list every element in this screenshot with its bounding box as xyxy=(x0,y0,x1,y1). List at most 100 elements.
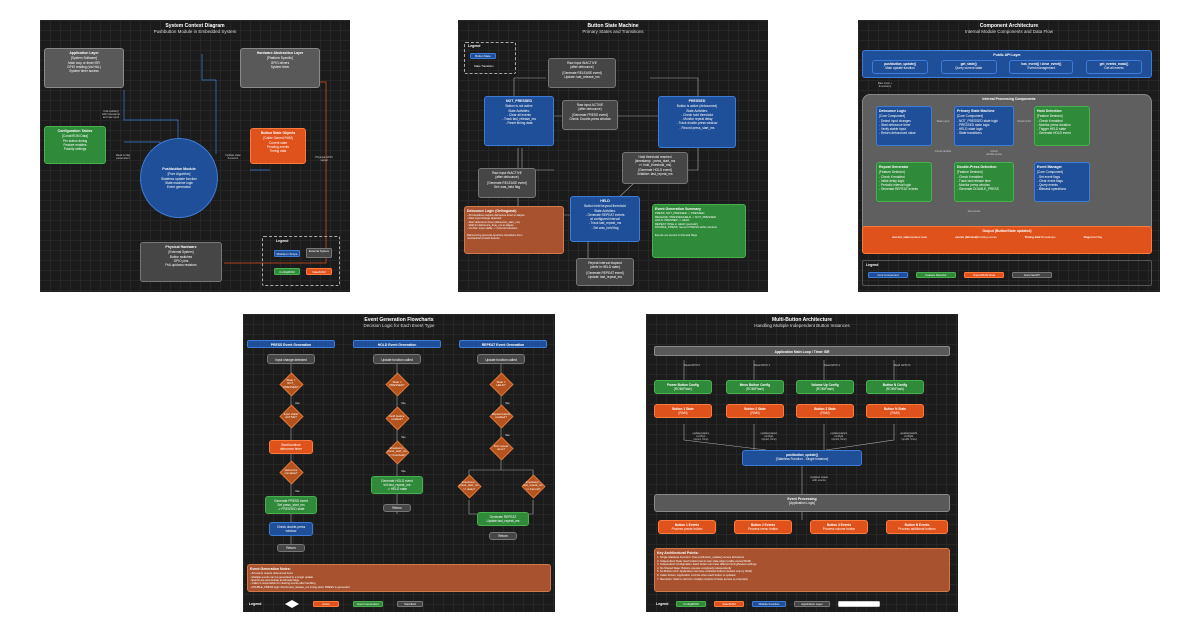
repeat-decision-4b-label: timestamp - last_repeat_ms >= interval? xyxy=(523,480,543,491)
press-start: Input change detected xyxy=(267,354,315,364)
legend-module-chip: Module in Scope xyxy=(274,250,300,257)
press-decision-1-label: State = NOT_ PRESSED? xyxy=(283,378,299,389)
hold-generate-event: Generate HOLD event Init last_repeat_ms … xyxy=(371,476,423,494)
transition-release: Raw input INACTIVE (after debounce) [Gen… xyxy=(548,58,616,88)
component-event-manager: Event Manager[Core Component]- Set event… xyxy=(1034,162,1090,202)
repeat-decision-1-label: State = HELD? xyxy=(496,380,506,388)
event-summary: Event Generation Summary PRESS: NOT_PRES… xyxy=(652,204,746,258)
legend-box xyxy=(464,42,516,74)
panel-state-machine: Button State Machine Primary States and … xyxy=(458,20,768,292)
legend-title: Legend xyxy=(276,239,289,243)
legend-state-chip: State/RAM xyxy=(306,268,332,275)
debounce-note: Debounce Logic (Orthogonal) - All transi… xyxy=(464,206,564,254)
panel-event-flowcharts: Event Generation Flowcharts Decision Log… xyxy=(243,314,555,612)
hold-return: Return xyxy=(383,504,411,512)
diagram-title: Event Generation Flowcharts xyxy=(364,317,434,323)
transition-repeat: Repeat interval elapsed (while in HELD s… xyxy=(576,258,634,286)
press-generate-event: Generate PRESS event Set press_start_ms … xyxy=(265,496,317,514)
hold-decision-2-label: Hold feature enabled? xyxy=(389,414,405,422)
state-button-1: Button 1 State(RAM) xyxy=(654,404,712,418)
edge-label-check-double: Check double xyxy=(934,150,952,153)
api-items: pushbutton_update()Main update function … xyxy=(872,60,1142,74)
api-item: get_state()Query current state xyxy=(940,60,997,74)
call-label-2: update(state2, config2, input2, time) xyxy=(760,432,778,442)
edge-label-check-hold: Check hold xyxy=(1017,120,1031,123)
button-state-objects-box: Button State Objects [Caller Owned RAM] … xyxy=(250,128,306,164)
press-check-double: Check double-press window xyxy=(269,522,313,536)
legend-title: Legend xyxy=(468,44,481,48)
internal-processing-title: Internal Processing Components xyxy=(982,97,1036,101)
legend-state-chip: Button State xyxy=(470,53,496,59)
configuration-tables-box: Configuration Tables [Const/ROM Data] Pe… xyxy=(44,126,106,164)
state-button-3: Button 3 State(RAM) xyxy=(796,404,854,418)
state-not-pressed: NOT_PRESSED Button is not active State A… xyxy=(484,96,554,146)
legend-config-chip: Config/ROM xyxy=(676,601,706,607)
gpio-label-2: Read GPIO 2 xyxy=(823,364,841,367)
panel-multi-button: Multi-Button Architecture Handling Multi… xyxy=(646,314,958,612)
updated-states-label: Updated states with events xyxy=(809,476,829,483)
press-return: Return xyxy=(277,544,305,552)
pushbutton-module-ellipse: Pushbutton Module [Pure Algorithm] State… xyxy=(140,138,218,218)
yes-label: Yes xyxy=(295,401,300,405)
legend-output-chip: Output/RAM Data xyxy=(964,272,1004,278)
legend-action-chip: Action xyxy=(313,601,339,607)
key-architectural-points: Key Architectural Points: 1. Single Stat… xyxy=(654,548,950,592)
gpio-label-n: Read GPIO N xyxy=(893,364,911,367)
legend-core-chip: Core Component xyxy=(868,272,908,278)
transition-press: Raw input ACTIVE (after debounce) [Gener… xyxy=(562,100,618,130)
api-item: pushbutton_update()Main update function xyxy=(872,60,928,74)
yes-label: Yes xyxy=(295,489,300,493)
legend-event-chip: Event Generated xyxy=(353,601,383,607)
output-item: Timing dataTimestamps xyxy=(1024,235,1056,239)
hold-column-header: HOLD Event Generation xyxy=(353,340,441,348)
yes-label: Yes xyxy=(401,401,406,405)
config-menu: Menu Button Config(ROM/Flash) xyxy=(726,380,784,394)
api-item: get_events_mask()Get all events xyxy=(1085,60,1142,74)
pushbutton-update-function: pushbutton_update() [Stateless Function … xyxy=(742,450,862,466)
main-loop-bar: Application Main Loop / Timer ISR xyxy=(654,346,950,356)
output-item: FlagsHold flag xyxy=(1083,235,1102,239)
output-items: current_stateUpdated state events (bitma… xyxy=(892,235,1102,239)
repeat-decision-2-label: Repeat feature enabled? xyxy=(491,412,511,420)
component-state-machine: Primary State Machine[Core Component]- N… xyxy=(954,106,1014,146)
press-decision-3-label: Debounce complete? xyxy=(284,468,298,476)
call-label-1: update(state1, config1, input1, time) xyxy=(692,432,710,442)
diagram-title: Button State Machine xyxy=(587,23,639,29)
panel-system-context: System Context Diagram Pushbutton Module… xyxy=(40,20,350,292)
state-pressed: PRESSED Button is active (debounced) Sta… xyxy=(658,96,736,148)
component-repeat-generator: Repeat Generator[Feature Detector]- Chec… xyxy=(876,162,932,202)
call-label-n: update(stateN, configN, inputN, time) xyxy=(900,432,918,442)
legend-function-chip: Module Function xyxy=(752,601,786,607)
event-processing: Event Processing [Application Logic] xyxy=(654,494,950,512)
diagram-title: Multi-Button Architecture xyxy=(771,317,833,323)
hold-decision-3-label: timestamp - press_start_ms >= threshold? xyxy=(387,446,407,457)
edge-label-state-input: State input xyxy=(936,120,950,123)
component-double-press: Double-Press Detection[Feature Detector]… xyxy=(954,162,1014,202)
diagram-subtitle: Internal Module Components and Data Flow xyxy=(964,29,1054,34)
yes-label: Yes xyxy=(401,435,406,439)
application-layer-box: Application Layer [System Software] Main… xyxy=(44,48,124,88)
diagram-title: System Context Diagram xyxy=(165,23,225,29)
config-volume-up: Volume Up Config(ROM/Flash) xyxy=(796,380,854,394)
call-label-3: update(state3, config3, input3, time) xyxy=(830,432,848,442)
gpio-label-1: Read GPIO 1 xyxy=(753,364,771,367)
config-button-n: Button N Config(ROM/Flash) xyxy=(866,380,924,394)
gpio-label-0: Read GPIO 0 xyxy=(683,364,701,367)
state-button-2: Button 2 State(RAM) xyxy=(726,404,784,418)
panel-component-architecture: Component Architecture Internal Module C… xyxy=(858,20,1160,292)
output-item: events (bitmask)Pending events xyxy=(955,235,997,239)
edge-label-raw-input: Raw input + timestamp xyxy=(877,82,893,89)
edge-label-check-double-press: Check double-press xyxy=(986,150,1002,157)
diagram-subtitle: Decision Logic for Each Event Type xyxy=(363,323,435,328)
hold-decision-1-label: State = PRESSED? xyxy=(389,380,405,388)
edge-label-update-call: Call update() with timestamp and raw inp… xyxy=(102,110,120,120)
repeat-decision-3-label: First repeat done? xyxy=(493,444,509,452)
yes-label: Yes xyxy=(505,401,510,405)
legend-title: Legend xyxy=(656,602,669,606)
output-item: current_stateUpdated state xyxy=(892,235,928,239)
legend-blank-chip xyxy=(838,601,880,607)
